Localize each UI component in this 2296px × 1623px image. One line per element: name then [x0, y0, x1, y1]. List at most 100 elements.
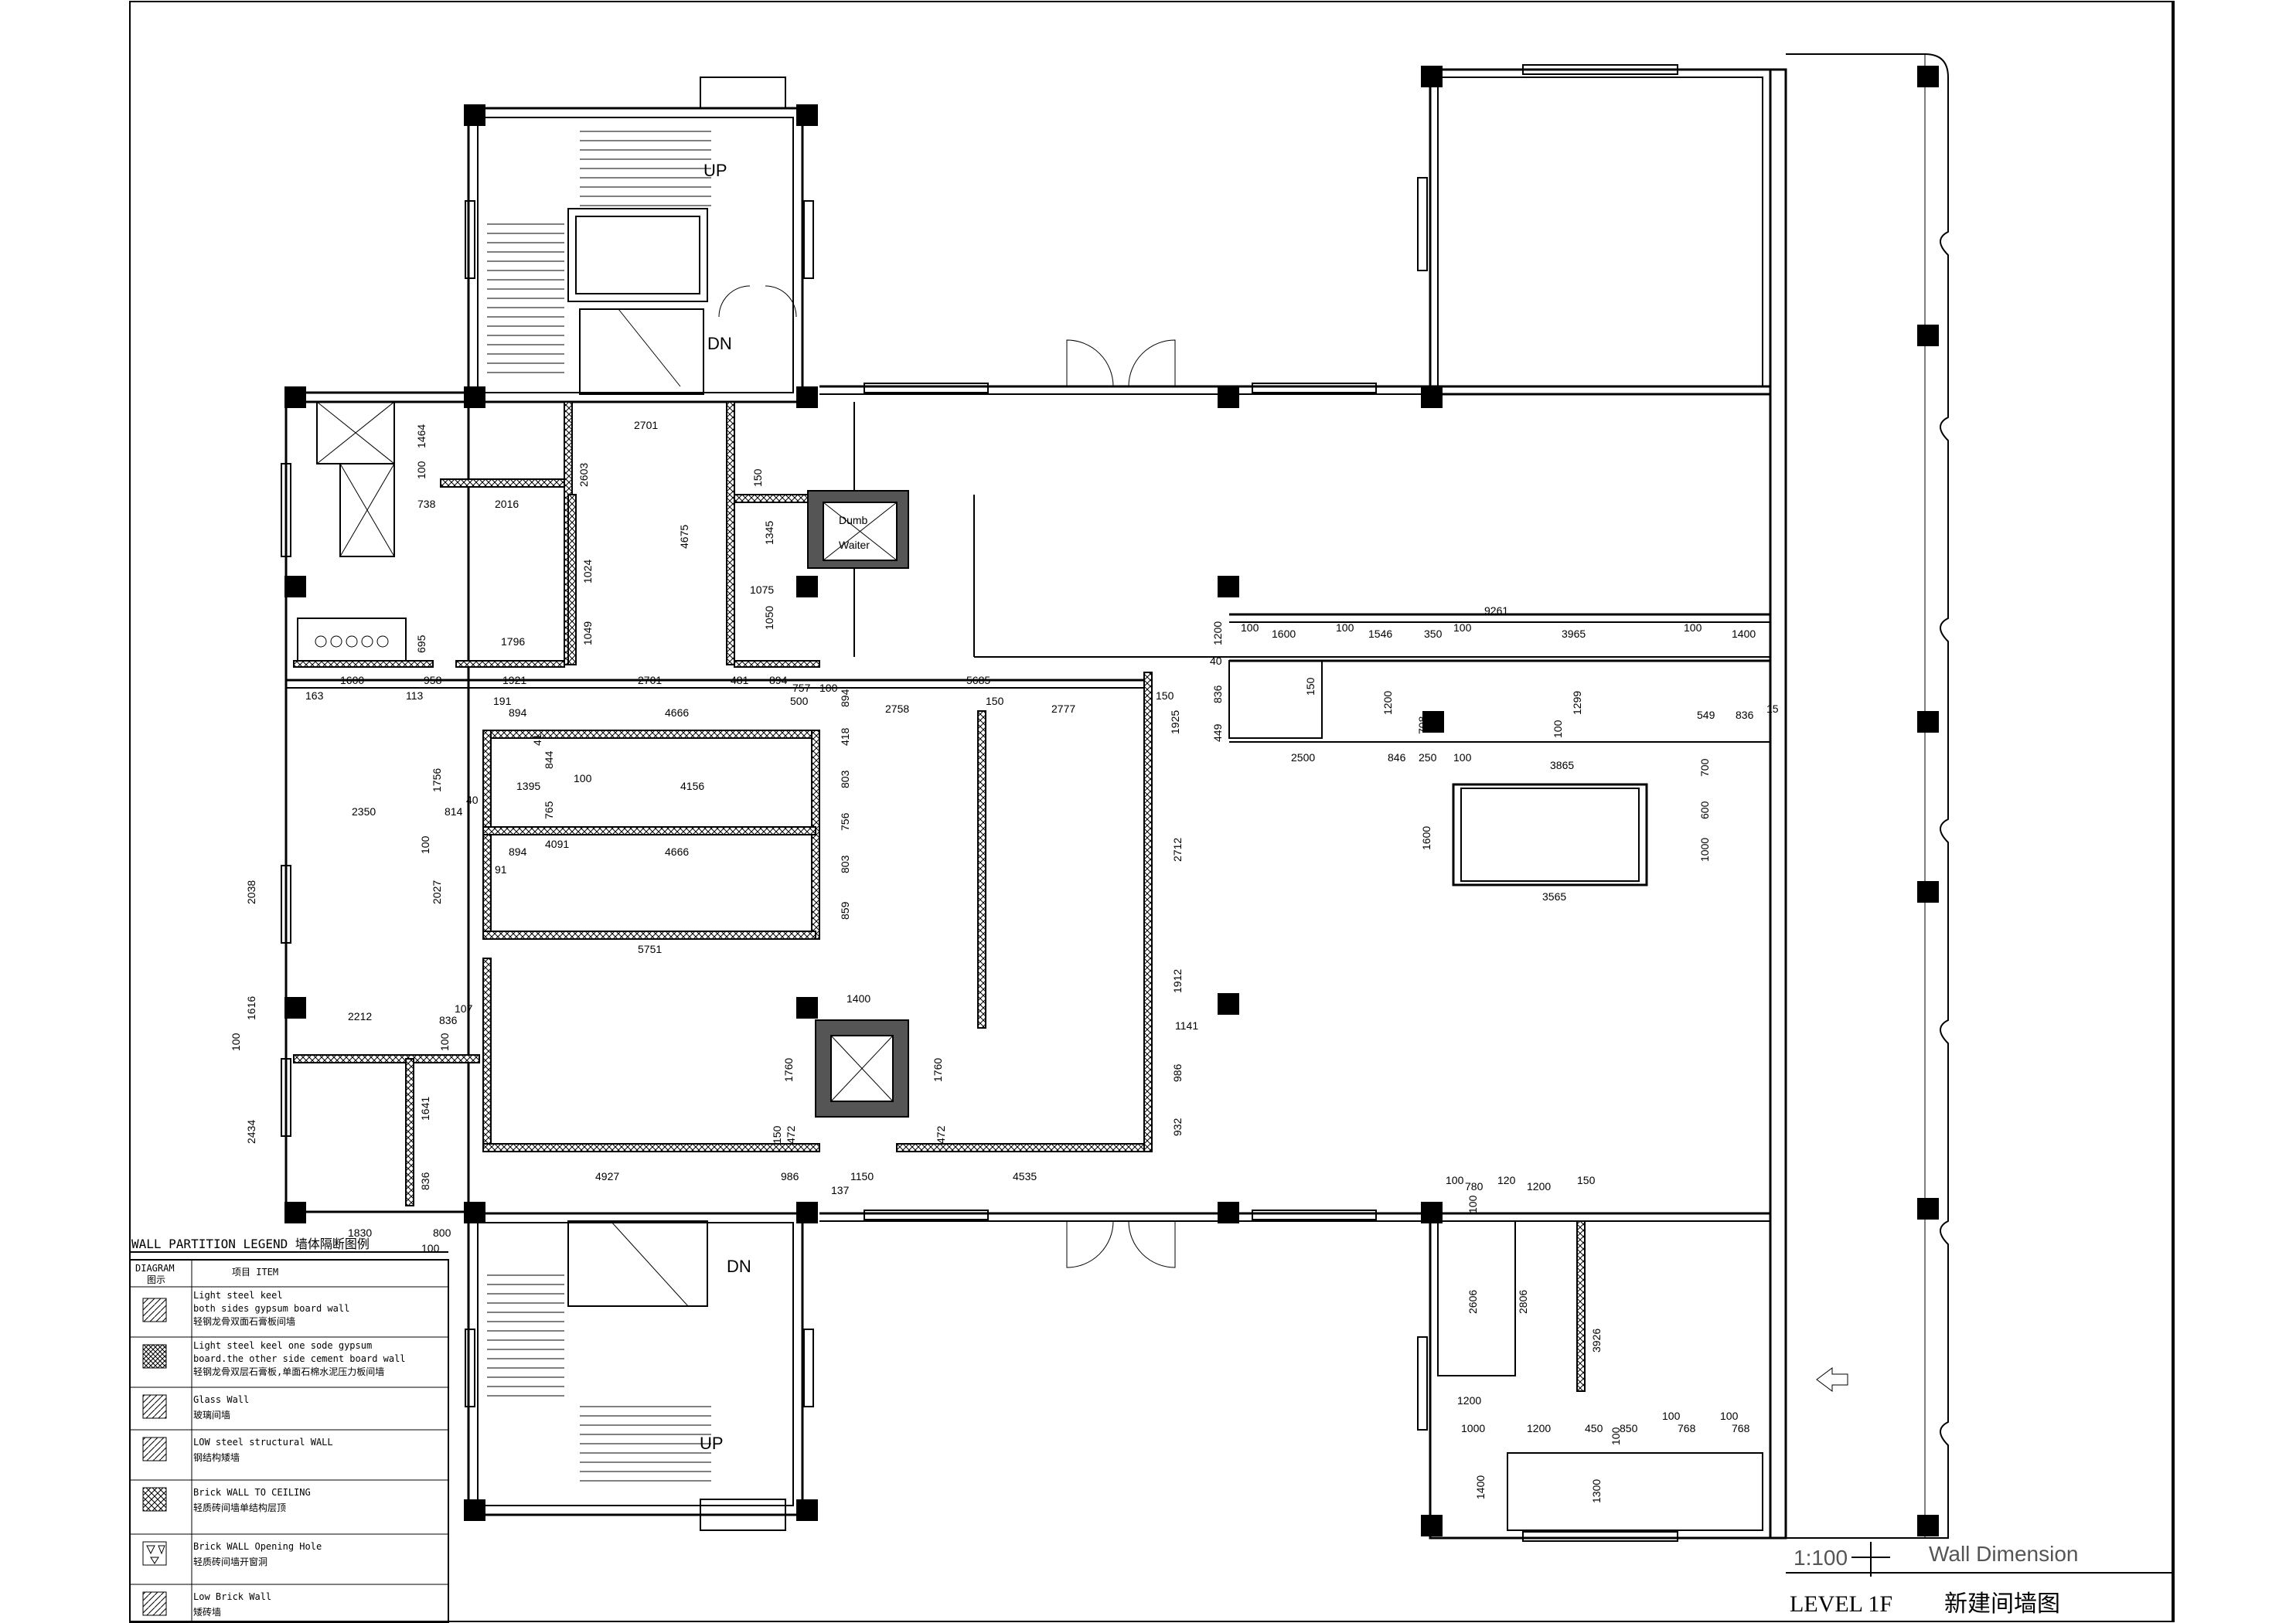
dim-100-c: 100 — [574, 772, 592, 784]
dumb-waiter — [807, 490, 909, 569]
dim-40-a: 40 — [466, 794, 479, 806]
dim-100-h: 100 — [1241, 621, 1259, 634]
dim-100-a: 100 — [415, 461, 428, 479]
dim-449: 449 — [1211, 723, 1224, 742]
dim-1400-a: 1400 — [847, 992, 870, 1005]
dim-2806: 2806 — [1517, 1290, 1529, 1314]
dim-846: 846 — [1388, 751, 1406, 764]
dim-2701-mid: 2701 — [638, 674, 662, 686]
dim-803-a: 803 — [839, 770, 851, 788]
dim-986-b: 986 — [781, 1170, 799, 1182]
dim-600: 600 — [1698, 801, 1711, 819]
dim-4666-a: 4666 — [665, 706, 689, 719]
dim-9261: 9261 — [1484, 604, 1508, 617]
dim-1000-b: 1000 — [1461, 1422, 1485, 1434]
dim-2701-top: 2701 — [634, 419, 658, 431]
drawing-scale: 1:100 — [1794, 1546, 1848, 1570]
dim-1912: 1912 — [1171, 969, 1184, 993]
dim-894-a: 894 — [769, 674, 788, 686]
bottom-stair-block — [467, 1212, 804, 1531]
legend-row-7-en: Low Brick Wall — [193, 1591, 271, 1602]
dumb-waiter-label-1: Dumb — [839, 514, 868, 526]
dim-113: 113 — [406, 689, 424, 702]
dim-100-n: 100 — [1446, 1174, 1464, 1186]
dim-1546: 1546 — [1368, 628, 1392, 640]
dim-3965: 3965 — [1562, 628, 1586, 640]
dim-2603: 2603 — [577, 463, 590, 487]
dim-695: 695 — [415, 635, 428, 653]
dim-5685: 5685 — [966, 674, 990, 686]
brick-partitions — [293, 401, 1153, 1206]
dim-1150: 1150 — [850, 1170, 874, 1182]
dim-100-j: 100 — [1453, 621, 1472, 634]
dim-163: 163 — [305, 689, 324, 702]
legend-row-5-en: Brick WALL TO CEILING — [193, 1487, 311, 1498]
dim-100-e: 100 — [230, 1033, 242, 1051]
dim-350: 350 — [1424, 628, 1443, 640]
dim-150-a: 150 — [751, 468, 764, 487]
dim-150-d: 150 — [771, 1125, 783, 1144]
dim-91: 91 — [495, 863, 507, 876]
central-walls — [286, 385, 1770, 1222]
dim-1616: 1616 — [245, 996, 257, 1020]
dim-836-b: 836 — [419, 1172, 431, 1190]
dim-836-d: 836 — [1736, 709, 1754, 721]
dim-100-r: 100 — [1610, 1427, 1622, 1445]
dim-1200-c: 1200 — [1527, 1180, 1551, 1193]
dim-756: 756 — [839, 812, 851, 831]
top-stair-door — [700, 77, 797, 318]
dim-15: 15 — [1766, 703, 1779, 715]
legend-col-diagram: DIAGRAM — [135, 1263, 175, 1274]
title-block — [1786, 1542, 2172, 1577]
dim-2027: 2027 — [431, 880, 443, 904]
dim-844: 844 — [543, 750, 555, 769]
dim-800: 800 — [433, 1227, 451, 1239]
dim-500: 500 — [790, 695, 809, 707]
dim-768-b: 768 — [1732, 1422, 1750, 1434]
dim-472-a: 472 — [785, 1125, 797, 1144]
dim-3926: 3926 — [1590, 1329, 1603, 1352]
dim-4675: 4675 — [678, 525, 690, 549]
dim-1200-a: 1200 — [1211, 621, 1224, 645]
entry-arrow-icon — [1816, 1367, 1848, 1392]
dim-1925: 1925 — [1169, 710, 1181, 734]
dim-958: 958 — [424, 674, 442, 686]
legend-row-2-cn: 轻钢龙骨双层石膏板,单面石棉水泥压力板间墙 — [193, 1366, 384, 1377]
legend-row-6-en: Brick WALL Opening Hole — [193, 1541, 322, 1552]
dim-3865: 3865 — [1550, 759, 1574, 771]
legend-row-6-cn: 轻质砖间墙开窗洞 — [193, 1556, 267, 1567]
dim-4091: 4091 — [545, 838, 569, 850]
dim-1141: 1141 — [1175, 1019, 1198, 1032]
dim-780: 780 — [1465, 1180, 1484, 1193]
stair-up-label-bottom: UP — [700, 1434, 724, 1453]
dim-100-q: 100 — [1720, 1410, 1739, 1422]
dim-137: 137 — [831, 1184, 850, 1196]
legend-row-3-en: Glass Wall — [193, 1394, 249, 1405]
dim-1345: 1345 — [763, 521, 775, 545]
dim-2016: 2016 — [495, 498, 519, 510]
dim-481: 481 — [731, 674, 749, 686]
dim-2500: 2500 — [1291, 751, 1315, 764]
drawing-subtitle: Wall Dimension — [1929, 1542, 2078, 1566]
dim-100-d: 100 — [419, 835, 431, 854]
dim-1200-e: 1200 — [1527, 1422, 1551, 1434]
dim-765: 765 — [543, 801, 555, 819]
dim-932: 932 — [1171, 1118, 1184, 1136]
legend-row-2-en2: board.the other side cement board wall — [193, 1353, 406, 1364]
dim-418: 418 — [839, 727, 851, 746]
dim-1075: 1075 — [750, 584, 774, 596]
dim-2606: 2606 — [1467, 1290, 1479, 1314]
dim-850: 850 — [1620, 1422, 1638, 1434]
legend-col-diagram-cn: 图示 — [147, 1274, 165, 1285]
structural-columns — [284, 66, 1939, 1536]
dim-757: 757 — [792, 682, 811, 694]
dumb-waiter-label-2: Waiter — [839, 539, 870, 551]
dim-4156: 4156 — [680, 780, 704, 792]
dim-100-b: 100 — [819, 682, 838, 694]
dim-100-o: 100 — [1467, 1195, 1479, 1213]
dim-1200-d: 1200 — [1457, 1394, 1481, 1407]
dimension-labels: 2701 2603 4675 1464 100 738 2016 1024 10… — [230, 419, 1779, 1503]
stair-up-label-top: UP — [703, 161, 727, 180]
wall-legend — [129, 1251, 449, 1623]
windows — [281, 64, 1678, 1542]
